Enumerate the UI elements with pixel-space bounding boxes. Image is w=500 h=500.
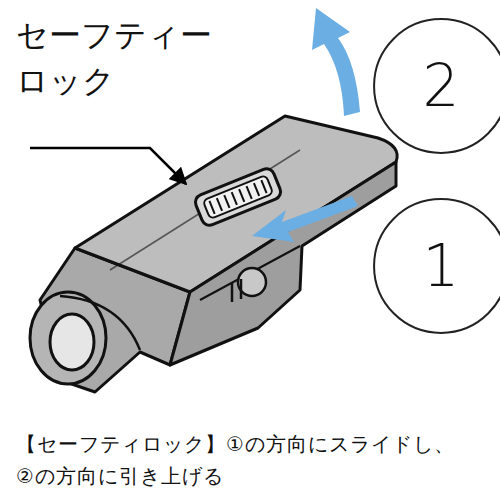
lever-front [170, 162, 396, 365]
caption: 【セーフティロック】①の方向にスライドし、 ②の方向に引き上げる [16, 428, 468, 492]
leader-line [30, 148, 186, 184]
safety-lock-button [193, 166, 283, 227]
callout-number: 2 [372, 17, 500, 155]
direction-arrow [312, 8, 360, 116]
callout-circle: 1 [372, 197, 500, 335]
direction-arrow [252, 196, 358, 242]
callout-circle: 2 [372, 17, 500, 155]
callout-number: 1 [372, 197, 500, 335]
part-name: セーフティー ロック [16, 12, 230, 105]
hinge-roll [30, 292, 106, 384]
